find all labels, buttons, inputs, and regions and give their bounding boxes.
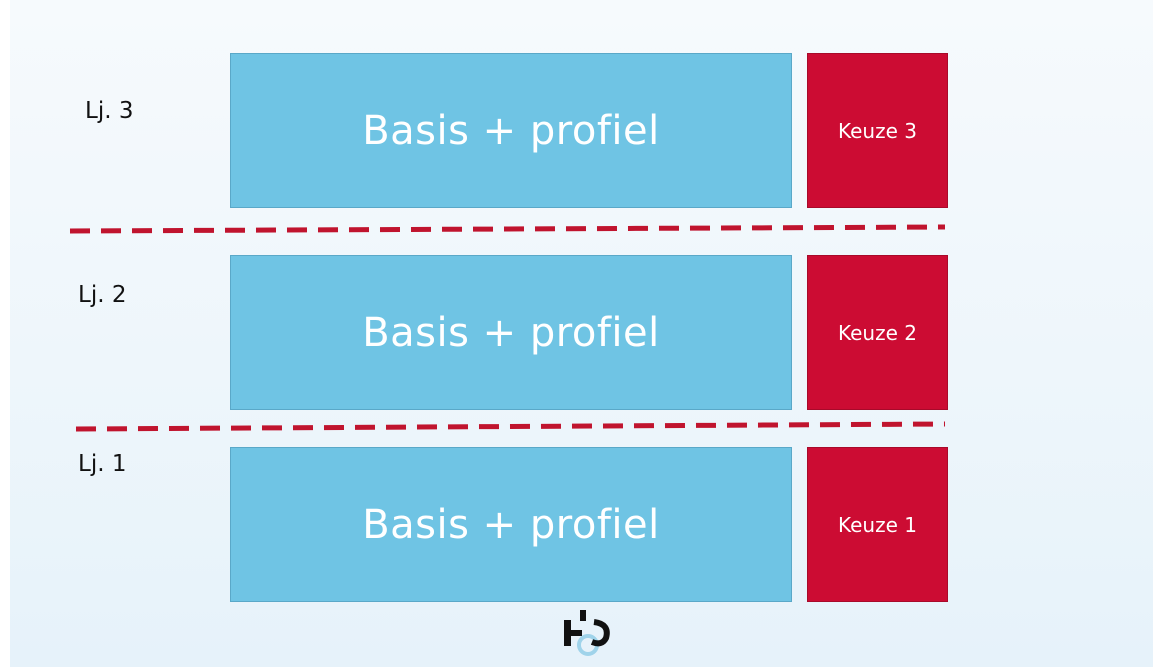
year-label-3: Lj. 3	[85, 98, 134, 124]
divider-line-lower	[75, 421, 946, 432]
basis-label-1: Basis + profiel	[362, 501, 660, 548]
basis-block-3: Basis + profiel	[230, 53, 792, 208]
keuze-label-3: Keuze 3	[838, 118, 917, 143]
diagram-canvas: Lj. 3 Basis + profiel Keuze 3 Lj. 2 Basi…	[10, 0, 1153, 667]
basis-block-1: Basis + profiel	[230, 447, 792, 602]
basis-block-2: Basis + profiel	[230, 255, 792, 410]
keuze-label-1: Keuze 1	[838, 512, 917, 537]
basis-label-2: Basis + profiel	[362, 309, 660, 356]
school-logo-icon	[564, 610, 610, 656]
keuze-block-2: Keuze 2	[807, 255, 948, 410]
divider-line-upper	[69, 224, 946, 234]
year-label-2: Lj. 2	[78, 282, 127, 308]
keuze-block-1: Keuze 1	[807, 447, 948, 602]
keuze-block-3: Keuze 3	[807, 53, 948, 208]
year-label-1: Lj. 1	[78, 451, 127, 477]
keuze-label-2: Keuze 2	[838, 320, 917, 345]
basis-label-3: Basis + profiel	[362, 107, 660, 154]
